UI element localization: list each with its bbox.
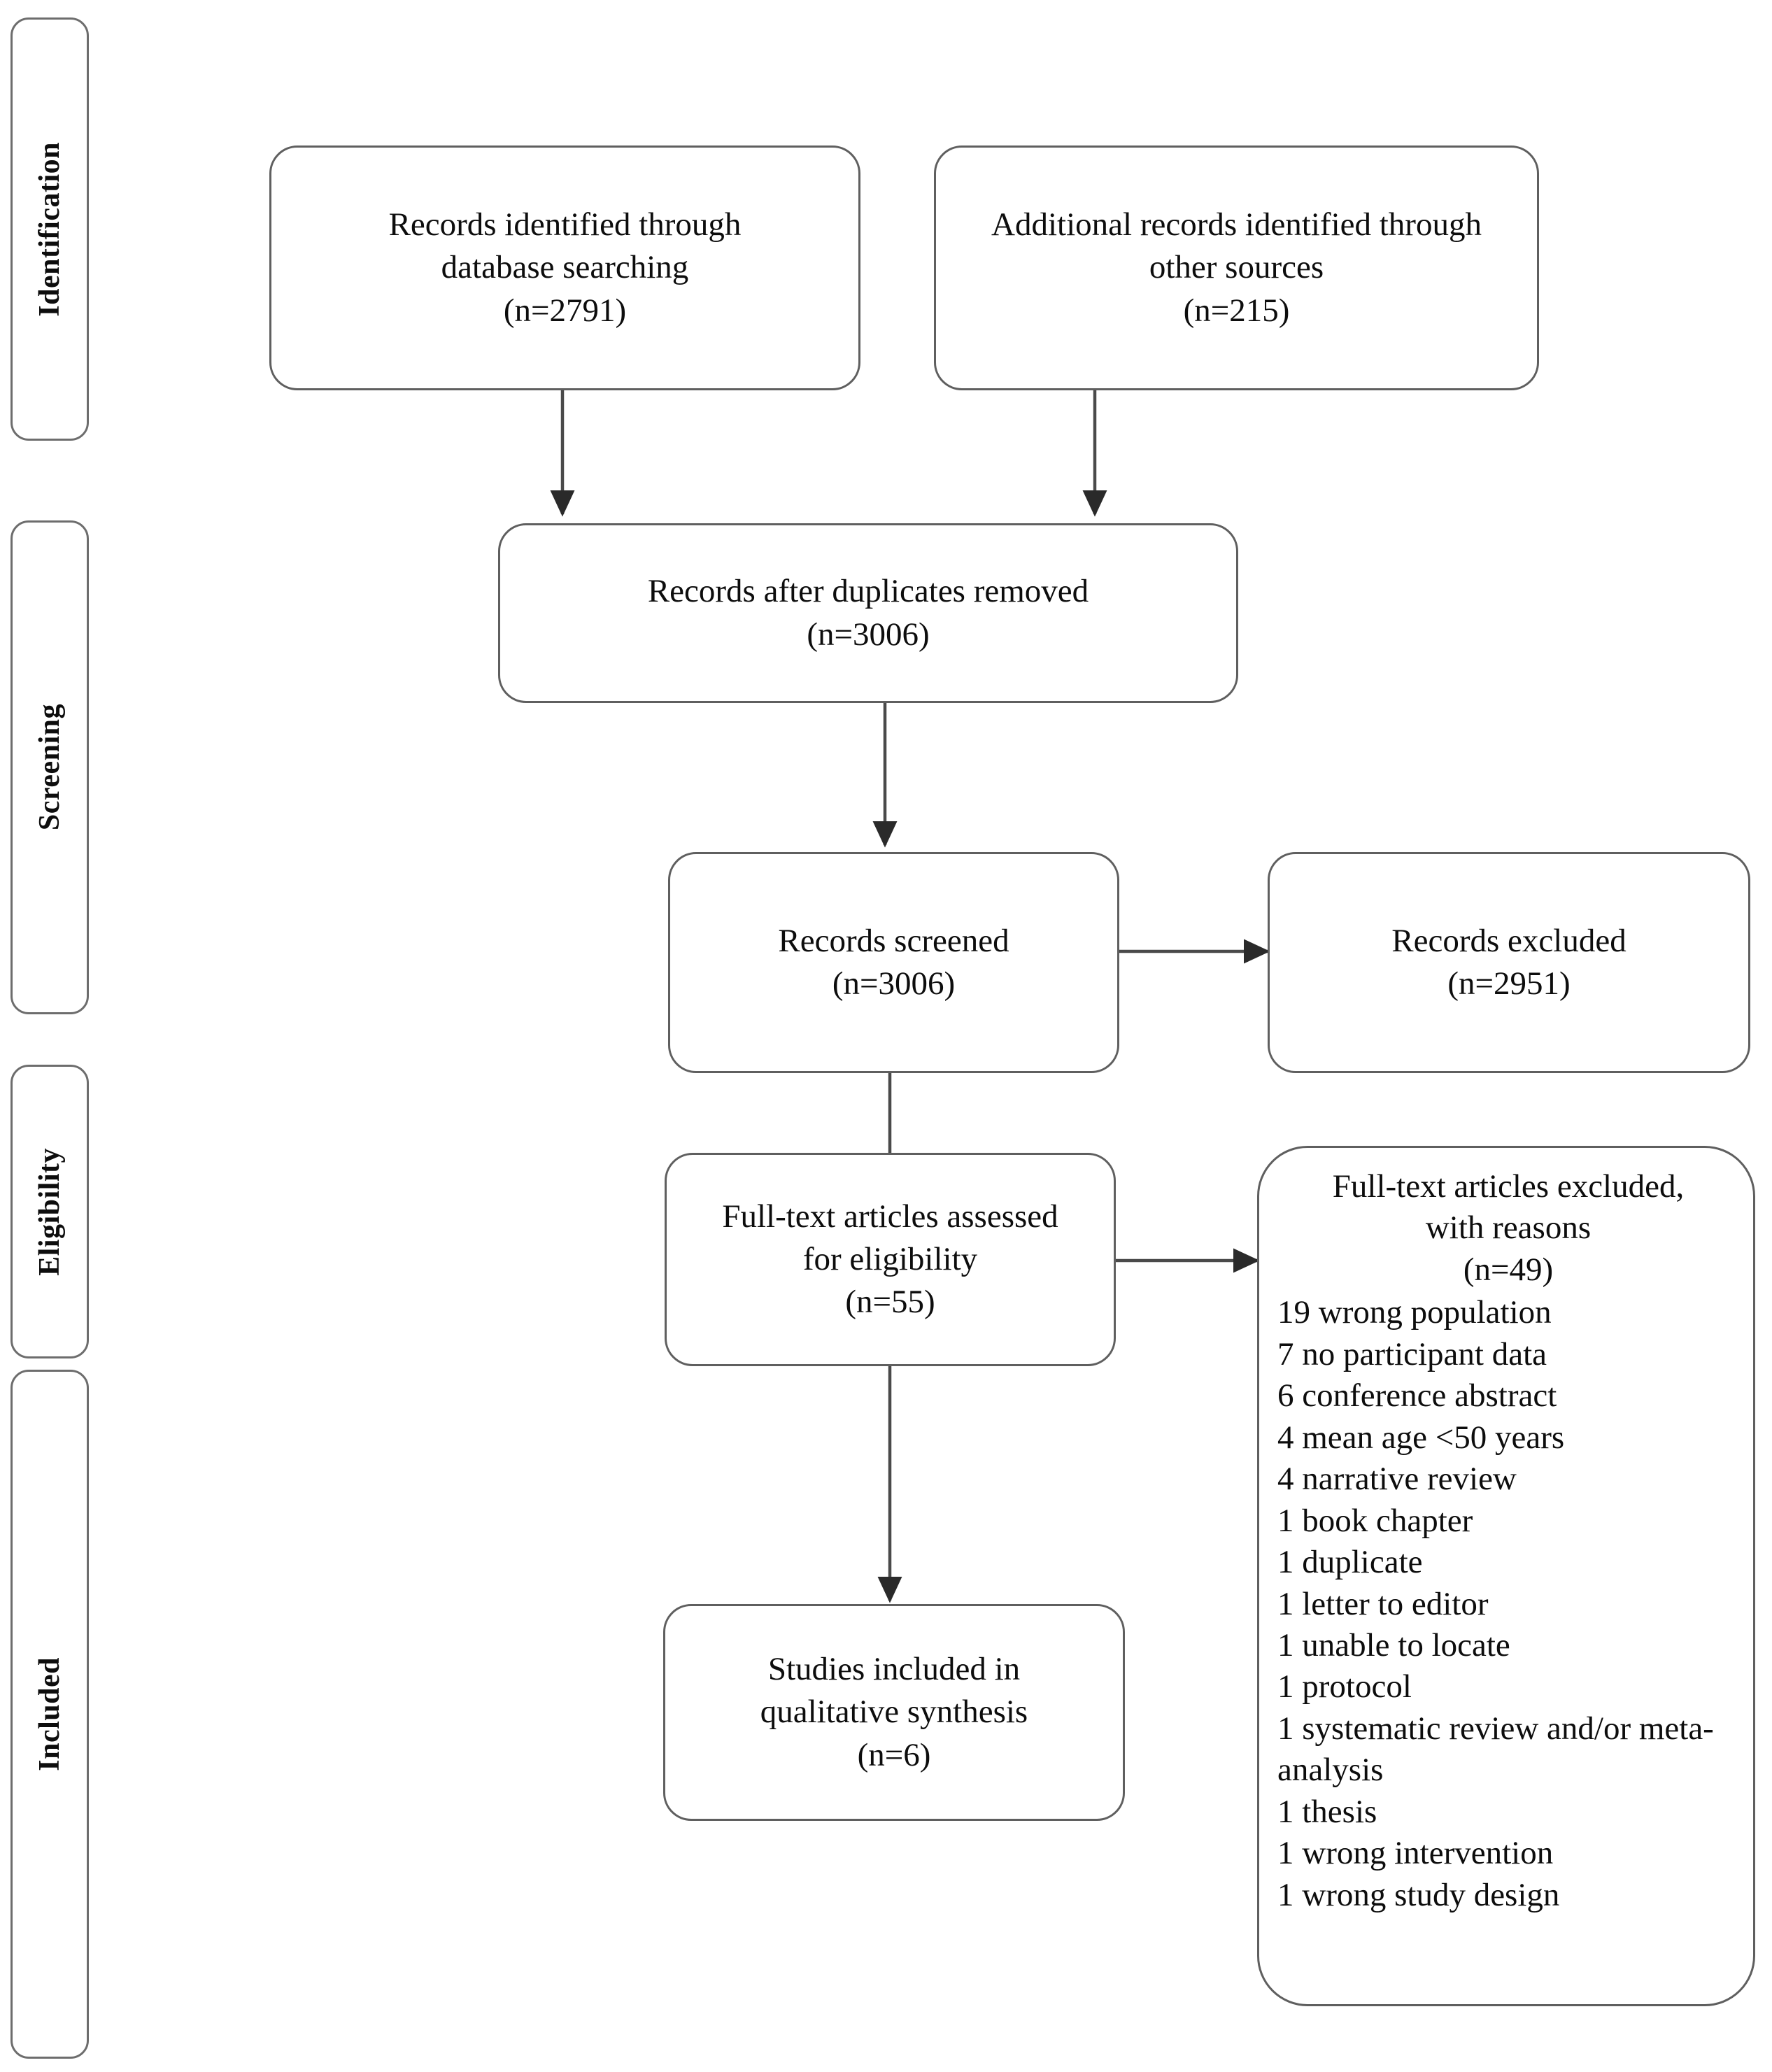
box-records-identified-database: Records identified through database sear… <box>269 146 860 390</box>
reason-item: 1 duplicate <box>1277 1544 1423 1581</box>
stage-band-included: Included <box>10 1370 89 2059</box>
reason-item: 1 book chapter <box>1277 1502 1473 1539</box>
box-text-records-screened: Records screened (n=3006) <box>778 922 1009 1002</box>
reason-item: 6 conference abstract <box>1277 1377 1557 1414</box>
stage-band-screening: Screening <box>10 520 89 1014</box>
stage-label-included: Included <box>34 1657 66 1771</box>
reason-item: 1 unable to locate <box>1277 1626 1510 1663</box>
reason-item: 19 wrong population <box>1277 1294 1552 1331</box>
reasons-list: 19 wrong population 7 no participant dat… <box>1277 1292 1739 1916</box>
box-text-studies-included-qualitative-synthesis: Studies included in qualitative synthesi… <box>760 1651 1028 1773</box>
box-additional-records-other-sources: Additional records identified through ot… <box>934 146 1539 390</box>
box-studies-included-qualitative-synthesis: Studies included in qualitative synthesi… <box>663 1604 1125 1821</box>
reason-item: 1 systematic review and/or meta-analysis <box>1277 1710 1714 1789</box>
box-fulltext-articles-excluded-with-reasons: Full-text articles excluded, with reason… <box>1257 1146 1755 2006</box>
stage-label-screening: Screening <box>34 704 66 831</box>
box-records-after-duplicates-removed: Records after duplicates removed (n=3006… <box>498 523 1238 703</box>
reason-item: 1 letter to editor <box>1277 1585 1489 1622</box>
stage-label-eligibility: Eligibility <box>34 1147 66 1276</box>
reason-item: 4 mean age <50 years <box>1277 1419 1565 1456</box>
box-text-records-excluded: Records excluded (n=2951) <box>1391 922 1626 1002</box>
box-text-additional-records-other-sources: Additional records identified through ot… <box>991 206 1482 329</box>
reason-item: 1 wrong study design <box>1277 1876 1560 1913</box>
box-fulltext-articles-assessed: Full-text articles assessed for eligibil… <box>665 1153 1116 1366</box>
reasons-heading: Full-text articles excluded, with reason… <box>1332 1168 1685 1288</box>
stage-band-identification: Identification <box>10 17 89 441</box>
box-text-fulltext-articles-assessed: Full-text articles assessed for eligibil… <box>722 1198 1058 1321</box>
stage-band-eligibility: Eligibility <box>10 1065 89 1358</box>
reason-item: 1 wrong intervention <box>1277 1835 1554 1872</box>
reason-item: 1 thesis <box>1277 1793 1377 1830</box>
reason-item: 7 no participant data <box>1277 1335 1547 1372</box>
reason-item: 1 protocol <box>1277 1668 1412 1705</box>
reason-item: 4 narrative review <box>1277 1461 1517 1498</box>
box-text-records-after-duplicates-removed: Records after duplicates removed (n=3006… <box>647 573 1089 653</box>
box-text-records-identified-database: Records identified through database sear… <box>388 206 742 329</box>
box-records-excluded: Records excluded (n=2951) <box>1268 852 1750 1073</box>
box-records-screened: Records screened (n=3006) <box>668 852 1119 1073</box>
stage-label-identification: Identification <box>34 141 66 317</box>
